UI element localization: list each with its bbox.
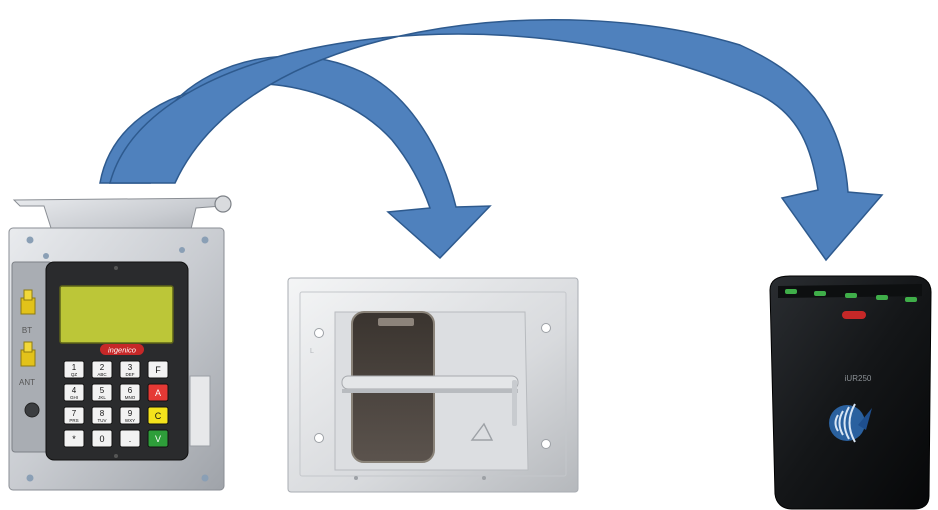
key-sublabel: ABC bbox=[97, 372, 107, 377]
keypad-key: V bbox=[148, 430, 168, 447]
keypad-key: F bbox=[148, 361, 168, 378]
screw-icon bbox=[202, 237, 209, 244]
key-label: 3 bbox=[128, 363, 133, 372]
contactless-reader: iUR250 bbox=[770, 276, 931, 509]
key-label: * bbox=[72, 434, 76, 444]
key-sublabel: QZ bbox=[71, 372, 78, 377]
lcd-screen bbox=[60, 286, 173, 343]
key-label: 2 bbox=[100, 363, 105, 372]
key-sublabel: WXY bbox=[125, 418, 135, 423]
key-label: A bbox=[155, 388, 161, 398]
key-sublabel: JKL bbox=[98, 395, 106, 400]
port-label-bt: BT bbox=[22, 326, 32, 335]
svg-text:L: L bbox=[310, 348, 314, 355]
screw-icon bbox=[179, 247, 185, 253]
key-label: 4 bbox=[72, 386, 77, 395]
screw-icon bbox=[43, 253, 49, 259]
keypad-key: . bbox=[120, 430, 140, 447]
card-insert-reader: L bbox=[288, 278, 578, 492]
key-label: 0 bbox=[99, 434, 104, 444]
key-label: 5 bbox=[100, 386, 105, 395]
key-label: 6 bbox=[128, 386, 133, 395]
arrow-to-contactless-reader bbox=[110, 20, 882, 260]
key-sublabel: TUV bbox=[98, 418, 107, 423]
keypad-key: 0 bbox=[92, 430, 112, 447]
key-sublabel: MNO bbox=[125, 395, 136, 400]
screw-icon bbox=[202, 475, 209, 482]
port-label-ant: ANT bbox=[19, 378, 35, 387]
keypad-key: A bbox=[148, 384, 168, 401]
key-label: 7 bbox=[72, 409, 77, 418]
mount-hole-icon bbox=[542, 324, 551, 333]
key-sublabel: GHI bbox=[70, 395, 78, 400]
key-label: 8 bbox=[100, 409, 105, 418]
keypad-key: * bbox=[64, 430, 84, 447]
jack-icon bbox=[25, 403, 39, 417]
keypad-key: 1QZ bbox=[64, 361, 84, 378]
screw-icon bbox=[27, 237, 34, 244]
mount-hole-icon bbox=[542, 440, 551, 449]
mount-hole-icon bbox=[315, 329, 324, 338]
key-label: F bbox=[155, 365, 161, 375]
key-sublabel: PRS bbox=[69, 418, 78, 423]
bracket-screw-icon bbox=[215, 196, 231, 212]
terminal-brand-logo: ingenico bbox=[108, 346, 136, 355]
screw-icon bbox=[27, 475, 34, 482]
reader-model-label: iUR250 bbox=[845, 374, 872, 383]
key-label: . bbox=[129, 434, 132, 444]
key-label: C bbox=[155, 411, 162, 421]
key-sublabel: DEF bbox=[126, 372, 135, 377]
keypad-key: C bbox=[148, 407, 168, 424]
key-label: V bbox=[155, 434, 161, 444]
key-label: 1 bbox=[72, 363, 77, 372]
key-label: 9 bbox=[128, 409, 133, 418]
mount-hole-icon bbox=[315, 434, 324, 443]
